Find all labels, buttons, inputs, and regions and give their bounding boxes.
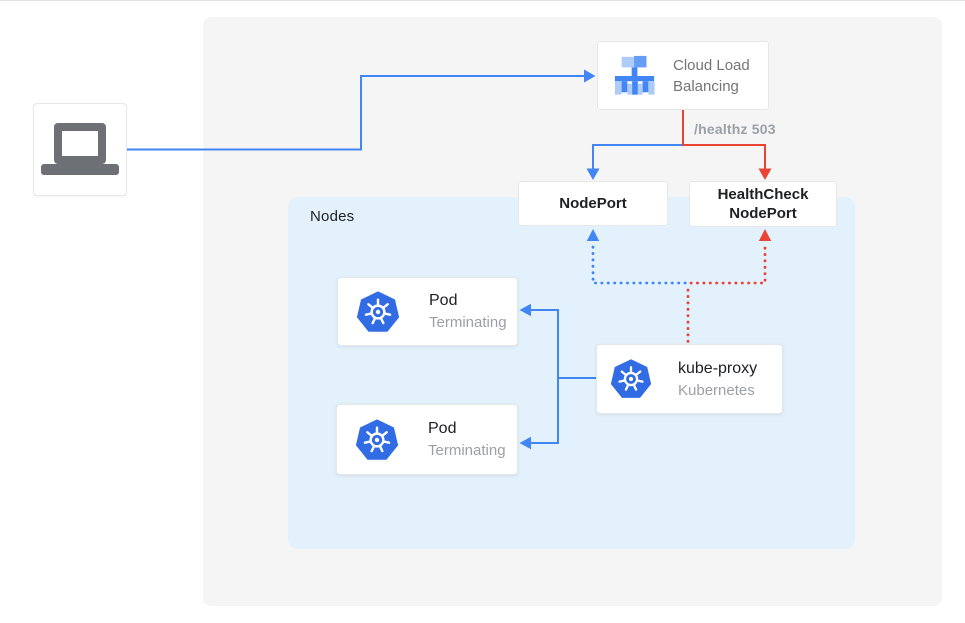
kubernetes-icon xyxy=(610,359,652,398)
healthcheck-nodeport-label: HealthCheck NodePort xyxy=(717,186,809,222)
nodes-group-label: Nodes xyxy=(310,208,355,225)
kube-proxy-title: kube-proxy xyxy=(678,359,758,377)
kube-proxy-node: kube-proxy Kubernetes xyxy=(596,344,783,414)
cloud-load-balancing-node: Cloud Load Balancing xyxy=(597,41,769,110)
kubernetes-icon xyxy=(355,418,399,460)
load-balancer-icon xyxy=(614,55,655,95)
kube-proxy-subtitle: Kubernetes xyxy=(678,381,755,399)
healthcheck-nodeport-node: HealthCheck NodePort xyxy=(689,181,837,227)
cloud-load-balancing-label: Cloud Load Balancing xyxy=(673,56,750,95)
pod-status: Terminating xyxy=(429,314,507,331)
client-laptop-node xyxy=(33,103,127,196)
kubernetes-icon xyxy=(356,290,400,332)
healthz-status-label: /healthz 503 xyxy=(694,121,776,137)
laptop-icon xyxy=(41,122,119,175)
pod-status: Terminating xyxy=(428,442,506,459)
pod-node-2: Pod Terminating xyxy=(336,404,518,475)
pod-title: Pod xyxy=(428,420,457,437)
nodeport-label: NodePort xyxy=(559,195,627,212)
nodeport-node: NodePort xyxy=(518,181,668,226)
pod-node-1: Pod Terminating xyxy=(337,277,518,346)
pod-title: Pod xyxy=(429,292,458,309)
top-divider xyxy=(0,0,965,1)
